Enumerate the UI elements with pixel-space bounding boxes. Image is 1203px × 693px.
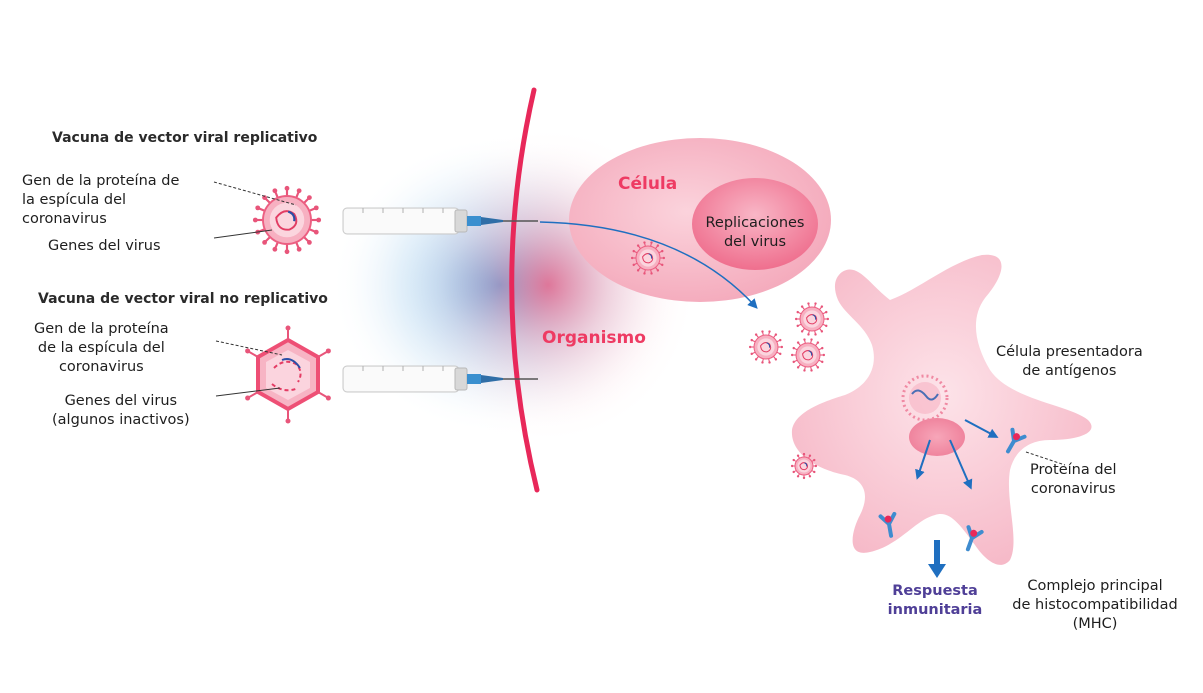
antigen-presenting-cell (791, 254, 1092, 565)
label-virus-replication: Replicaciones del virus (705, 215, 805, 250)
virus-icon (748, 330, 784, 364)
heading-replicative-vaccine: Vacuna de vector viral replicativo (52, 130, 318, 146)
label-cell: Célula (618, 174, 678, 194)
apc-nucleus (909, 418, 965, 456)
arrow-icon (915, 439, 931, 480)
mhc-receptor-icon (878, 511, 897, 538)
syringe-icon (342, 207, 538, 235)
virus-icon (794, 302, 830, 336)
label-antigen-presenting-cell: Célula presentadora de antígenos (996, 344, 1143, 379)
virus-icon (252, 185, 322, 255)
leader-line (215, 340, 283, 356)
label-coronavirus-protein: Proteína del coronavirus (1030, 462, 1117, 497)
leader-line (1025, 451, 1066, 466)
leader-line (215, 387, 281, 397)
mhc-receptor-icon (1006, 427, 1027, 454)
virus-icon (630, 241, 666, 275)
label-immune-response: Respuesta inmunitaria (887, 583, 983, 618)
leader-line (213, 229, 273, 239)
arrow-icon (949, 439, 973, 490)
label-virus-genes-1: Genes del virus (48, 238, 161, 254)
organism-membrane (509, 87, 540, 493)
mhc-receptor-icon (965, 525, 984, 552)
arrow-icon (964, 419, 999, 438)
virus-icon (790, 452, 818, 480)
label-virus-genes-2: Genes del virus (algunos inactivos) (52, 393, 190, 428)
non-replicative-virus-icon (256, 337, 320, 412)
label-spike-gene-2: Gen de la proteína de la espícula del co… (34, 321, 169, 375)
syringe-icon (342, 365, 538, 393)
label-mhc: Complejo principal de histocompatibilida… (1012, 578, 1178, 632)
heading-non-replicative-vaccine: Vacuna de vector viral no replicativo (38, 291, 328, 307)
internalized-virus-icon (901, 374, 949, 422)
label-organism: Organismo (542, 328, 646, 348)
cell-nucleus (692, 178, 818, 270)
virus-spikes (245, 325, 331, 424)
label-spike-gene-1: Gen de la proteína de la espícula del co… (22, 173, 180, 227)
arrow-icon (539, 221, 758, 309)
virus-icon (790, 338, 826, 372)
arrow-icon (928, 540, 946, 578)
replicative-virus-icon (252, 185, 322, 255)
leader-line (213, 181, 297, 206)
